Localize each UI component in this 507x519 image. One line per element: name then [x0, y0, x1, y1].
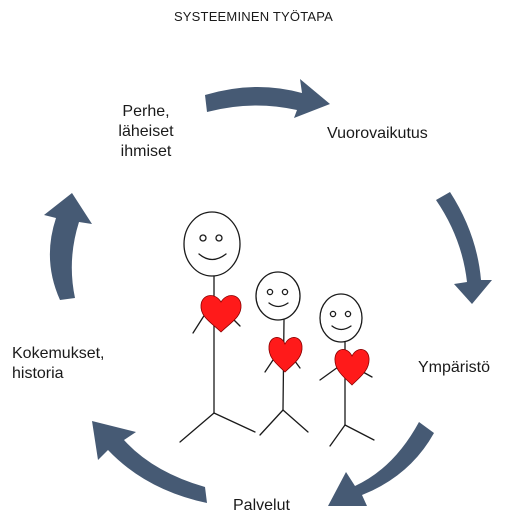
heart-small: [334, 349, 370, 386]
cycle-arrows: [44, 79, 492, 506]
heart-medium: [268, 337, 303, 373]
arrow-bottom-left: [92, 421, 207, 503]
arrow-left: [44, 193, 92, 300]
label-family: Perhe, läheiset ihmiset: [96, 102, 196, 162]
label-environment: Ympäristö: [418, 359, 491, 376]
family-figures: [179, 211, 375, 447]
label-family-line-2: läheiset: [118, 123, 174, 140]
label-family-line-1: Perhe,: [122, 103, 170, 120]
label-experiences-line-1: Kokemukset,: [12, 345, 105, 362]
label-family-line-3: ihmiset: [120, 143, 172, 160]
hearts: [200, 295, 370, 386]
label-interaction: Vuorovaikutus: [327, 125, 428, 142]
heart-large: [200, 295, 242, 333]
label-experiences-line-2: historia: [12, 365, 64, 382]
label-services: Palvelut: [233, 497, 290, 514]
arrow-top: [205, 79, 330, 118]
arrow-right: [436, 192, 492, 304]
arrow-bottom-right: [328, 422, 434, 506]
label-experiences: Kokemukset, historia: [12, 344, 104, 384]
diagram-title: SYSTEEMINEN TYÖTAPA: [173, 9, 334, 24]
